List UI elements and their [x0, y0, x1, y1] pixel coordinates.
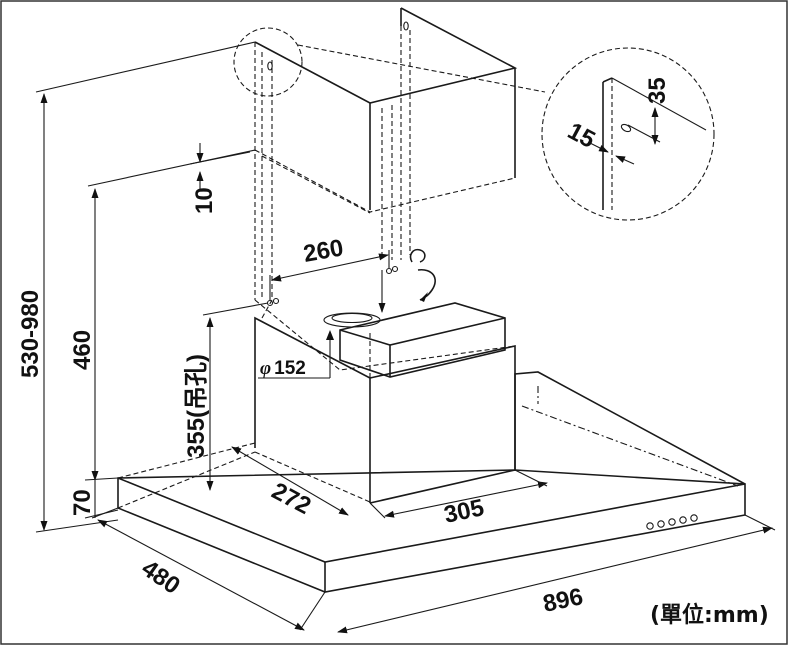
hanging-hole-icon	[391, 265, 399, 273]
dim-depth: 480	[137, 555, 185, 600]
control-button-icon	[646, 522, 654, 530]
dim-width: 896	[541, 583, 586, 618]
control-button-icon	[690, 514, 698, 522]
dim-gap: 10	[191, 187, 218, 214]
motor-box	[266, 248, 506, 378]
chimney	[254, 7, 518, 504]
dim-chimney-depth: 272	[267, 477, 315, 520]
dim-slot-offset: 15	[563, 117, 599, 153]
detail-callout-large	[541, 47, 715, 221]
hanging-hole-icon	[385, 267, 393, 275]
duct-outlet-icon	[323, 312, 381, 328]
control-buttons	[646, 514, 698, 530]
unit-label: (單位:mm)	[650, 602, 769, 628]
control-button-icon	[657, 520, 665, 528]
control-button-icon	[668, 518, 676, 526]
dim-slot-length: 35	[644, 77, 671, 104]
control-button-icon	[679, 516, 687, 524]
dim-chimney-width: 305	[442, 494, 487, 529]
hanging-slot-icon	[403, 21, 409, 31]
dim-hole-spacing: 260	[301, 234, 345, 268]
hanging-hole-icon	[272, 297, 280, 305]
dim-body-height: 70	[69, 489, 96, 516]
hood-body	[117, 371, 746, 593]
slot-detail-icon	[620, 123, 632, 133]
dim-overall-height: 530-980	[17, 290, 44, 378]
hook-icon	[409, 248, 426, 263]
dim-chimney-height: 460	[69, 330, 96, 370]
dimension-lines	[35, 41, 776, 634]
detail-leader-line	[297, 44, 546, 93]
detail-callout-small	[233, 27, 303, 97]
hanging-slot-icon	[267, 61, 273, 71]
dim-hanging-height: 355(吊孔)	[183, 354, 210, 458]
